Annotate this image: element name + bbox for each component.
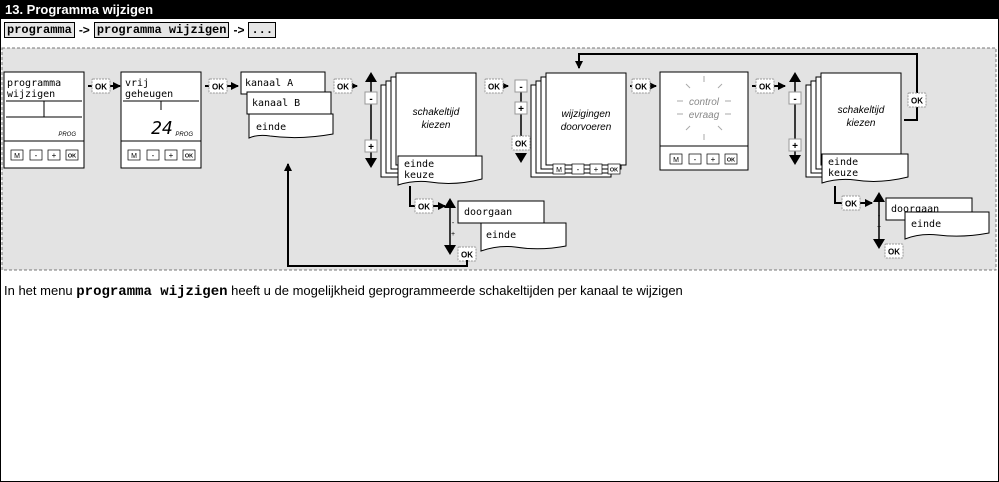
menu-item-einde: einde	[486, 230, 516, 241]
plus-button[interactable]: +	[368, 142, 374, 153]
caption-menu-name: programma wijzigen	[76, 284, 228, 300]
ok-button[interactable]	[333, 78, 353, 94]
device-programma-wijzigen: programma wijzigen PROG	[3, 71, 85, 169]
menu-item-einde: einde	[256, 122, 286, 133]
prog-label: PROG	[58, 132, 76, 138]
device-line: vrij	[125, 78, 149, 89]
breadcrumb-item-programma-wijzigen[interactable]: programma wijzigen	[93, 22, 230, 38]
stack-line: wijzigingen	[562, 109, 611, 120]
plus-button[interactable]: +	[518, 104, 524, 115]
caption-text: heeft u de mogelijkheid geprogrammeerde …	[227, 283, 683, 298]
menu-item-doorgaan: doorgaan	[464, 207, 512, 218]
memory-value: 24	[151, 118, 173, 139]
stack-line: schakeltijd	[838, 105, 885, 116]
submenu-2: doorgaan einde	[885, 197, 990, 240]
plus-button[interactable]: +	[451, 231, 455, 238]
minus-button[interactable]: -	[793, 94, 796, 105]
menu-item-einde: einde	[911, 219, 941, 230]
device-control-vraag: control evraag	[659, 71, 749, 171]
channel-menu: kanaal A kanaal B einde	[240, 71, 334, 139]
ok-button[interactable]	[511, 135, 531, 151]
device-line: control	[689, 97, 720, 108]
card-line: keuze	[828, 168, 858, 179]
menu-item-doorgaan: doorgaan	[891, 204, 939, 215]
minus-button[interactable]: -	[452, 220, 455, 227]
menu-item-kanaal-b: kanaal B	[252, 98, 300, 109]
breadcrumb-separator: ->	[78, 23, 90, 37]
stack-line: kiezen	[847, 118, 876, 129]
menu-flow-diagram: OK M - + OK programma wijzigen PROG vrij	[1, 47, 997, 271]
card-line: einde	[404, 159, 434, 170]
stack-schakeltijd-kiezen-1: schakeltijd kiezen einde keuze	[380, 72, 483, 186]
breadcrumb-item-programma[interactable]: programma	[4, 22, 75, 38]
minus-button[interactable]: -	[369, 94, 372, 105]
device-line: programma	[7, 78, 61, 89]
ok-button[interactable]	[631, 78, 651, 94]
stack-schakeltijd-kiezen-2: schakeltijd kiezen einde keuze	[805, 72, 909, 184]
stack-line: doorvoeren	[561, 122, 612, 133]
breadcrumb: programma -> programma wijzigen -> ...	[4, 22, 277, 38]
device-vrij-geheugen: vrij geheugen 24 PROG	[120, 71, 202, 169]
menu-item-kanaal-a: kanaal A	[245, 78, 293, 89]
minus-button[interactable]: -	[519, 82, 522, 93]
stack-line: schakeltijd	[413, 107, 460, 118]
ok-button[interactable]	[841, 195, 861, 211]
ok-button[interactable]	[755, 78, 775, 94]
card-line: einde	[828, 157, 858, 168]
ok-button[interactable]	[457, 246, 477, 262]
description-text: In het menu programma wijzigen heeft u d…	[4, 283, 683, 300]
page-title: 13. Programma wijzigen	[0, 0, 999, 19]
minus-button[interactable]: -	[878, 213, 881, 220]
plus-button[interactable]: +	[792, 141, 798, 152]
device-line: evraag	[689, 110, 720, 121]
device-line: wijzigen	[7, 89, 55, 100]
stack-wijzigingen-doorvoeren: wijzigingen doorvoeren	[530, 72, 627, 178]
ok-button[interactable]	[208, 78, 228, 94]
breadcrumb-item-ellipsis[interactable]: ...	[248, 22, 277, 38]
ok-button[interactable]	[414, 198, 434, 214]
ok-button[interactable]	[907, 92, 927, 108]
caption-text: In het menu	[4, 283, 77, 298]
submenu-1: doorgaan einde	[457, 200, 567, 252]
ok-button[interactable]	[484, 78, 504, 94]
ok-button[interactable]	[884, 243, 904, 259]
plus-button[interactable]: +	[877, 224, 881, 231]
device-line: geheugen	[125, 89, 173, 100]
card-line: keuze	[404, 170, 434, 181]
stack-line: kiezen	[422, 120, 451, 131]
prog-label: PROG	[175, 132, 193, 138]
ok-button[interactable]	[91, 78, 111, 94]
breadcrumb-separator: ->	[233, 23, 245, 37]
